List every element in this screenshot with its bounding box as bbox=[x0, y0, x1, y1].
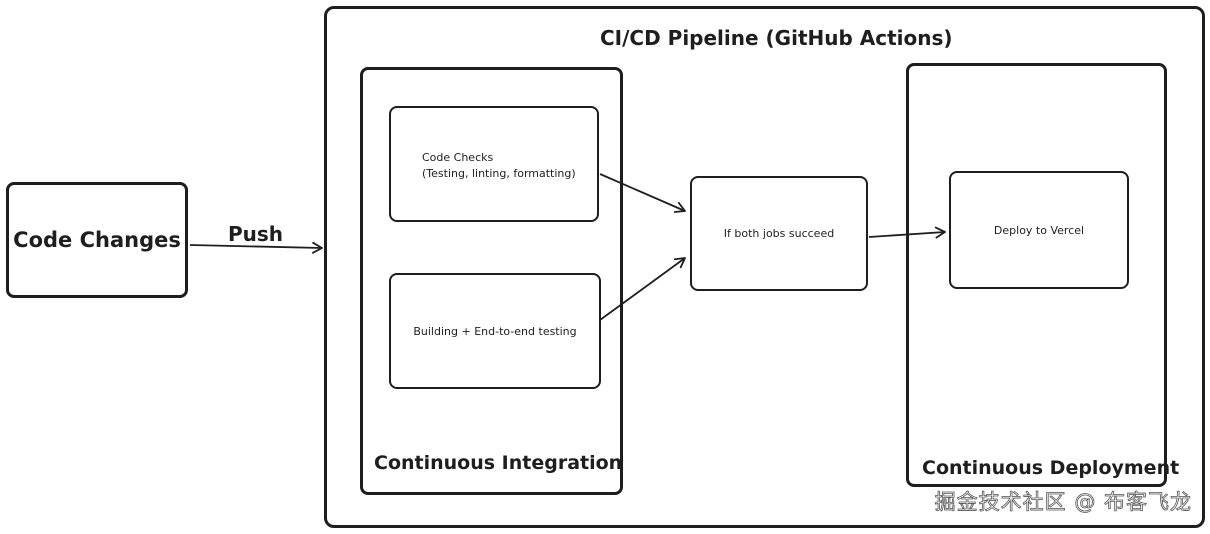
gate-label: If both jobs succeed bbox=[723, 227, 835, 240]
building-node[interactable] bbox=[389, 273, 601, 389]
watermark: 掘金技术社区 @ 布客飞龙 bbox=[934, 490, 1192, 515]
code-changes-node[interactable] bbox=[6, 182, 188, 298]
gate-node[interactable] bbox=[690, 176, 868, 291]
deploy-node[interactable] bbox=[949, 171, 1129, 289]
code-checks-title: Code Checks bbox=[422, 151, 494, 164]
cd-title: Continuous Deployment bbox=[922, 457, 1180, 479]
ci-title: Continuous Integration bbox=[374, 452, 623, 474]
pipeline-container bbox=[324, 6, 1205, 528]
code-changes-label: Code Changes bbox=[13, 228, 181, 252]
building-label: Building + End-to-end testing bbox=[413, 324, 577, 338]
cd-container bbox=[906, 63, 1167, 487]
code-checks-node[interactable] bbox=[389, 106, 599, 222]
code-checks-detail: (Testing, linting, formatting) bbox=[422, 167, 576, 180]
deploy-label: Deploy to Vercel bbox=[993, 223, 1085, 237]
push-label: Push bbox=[228, 222, 284, 246]
pipeline-title: CI/CD Pipeline (GitHub Actions) bbox=[600, 26, 953, 50]
